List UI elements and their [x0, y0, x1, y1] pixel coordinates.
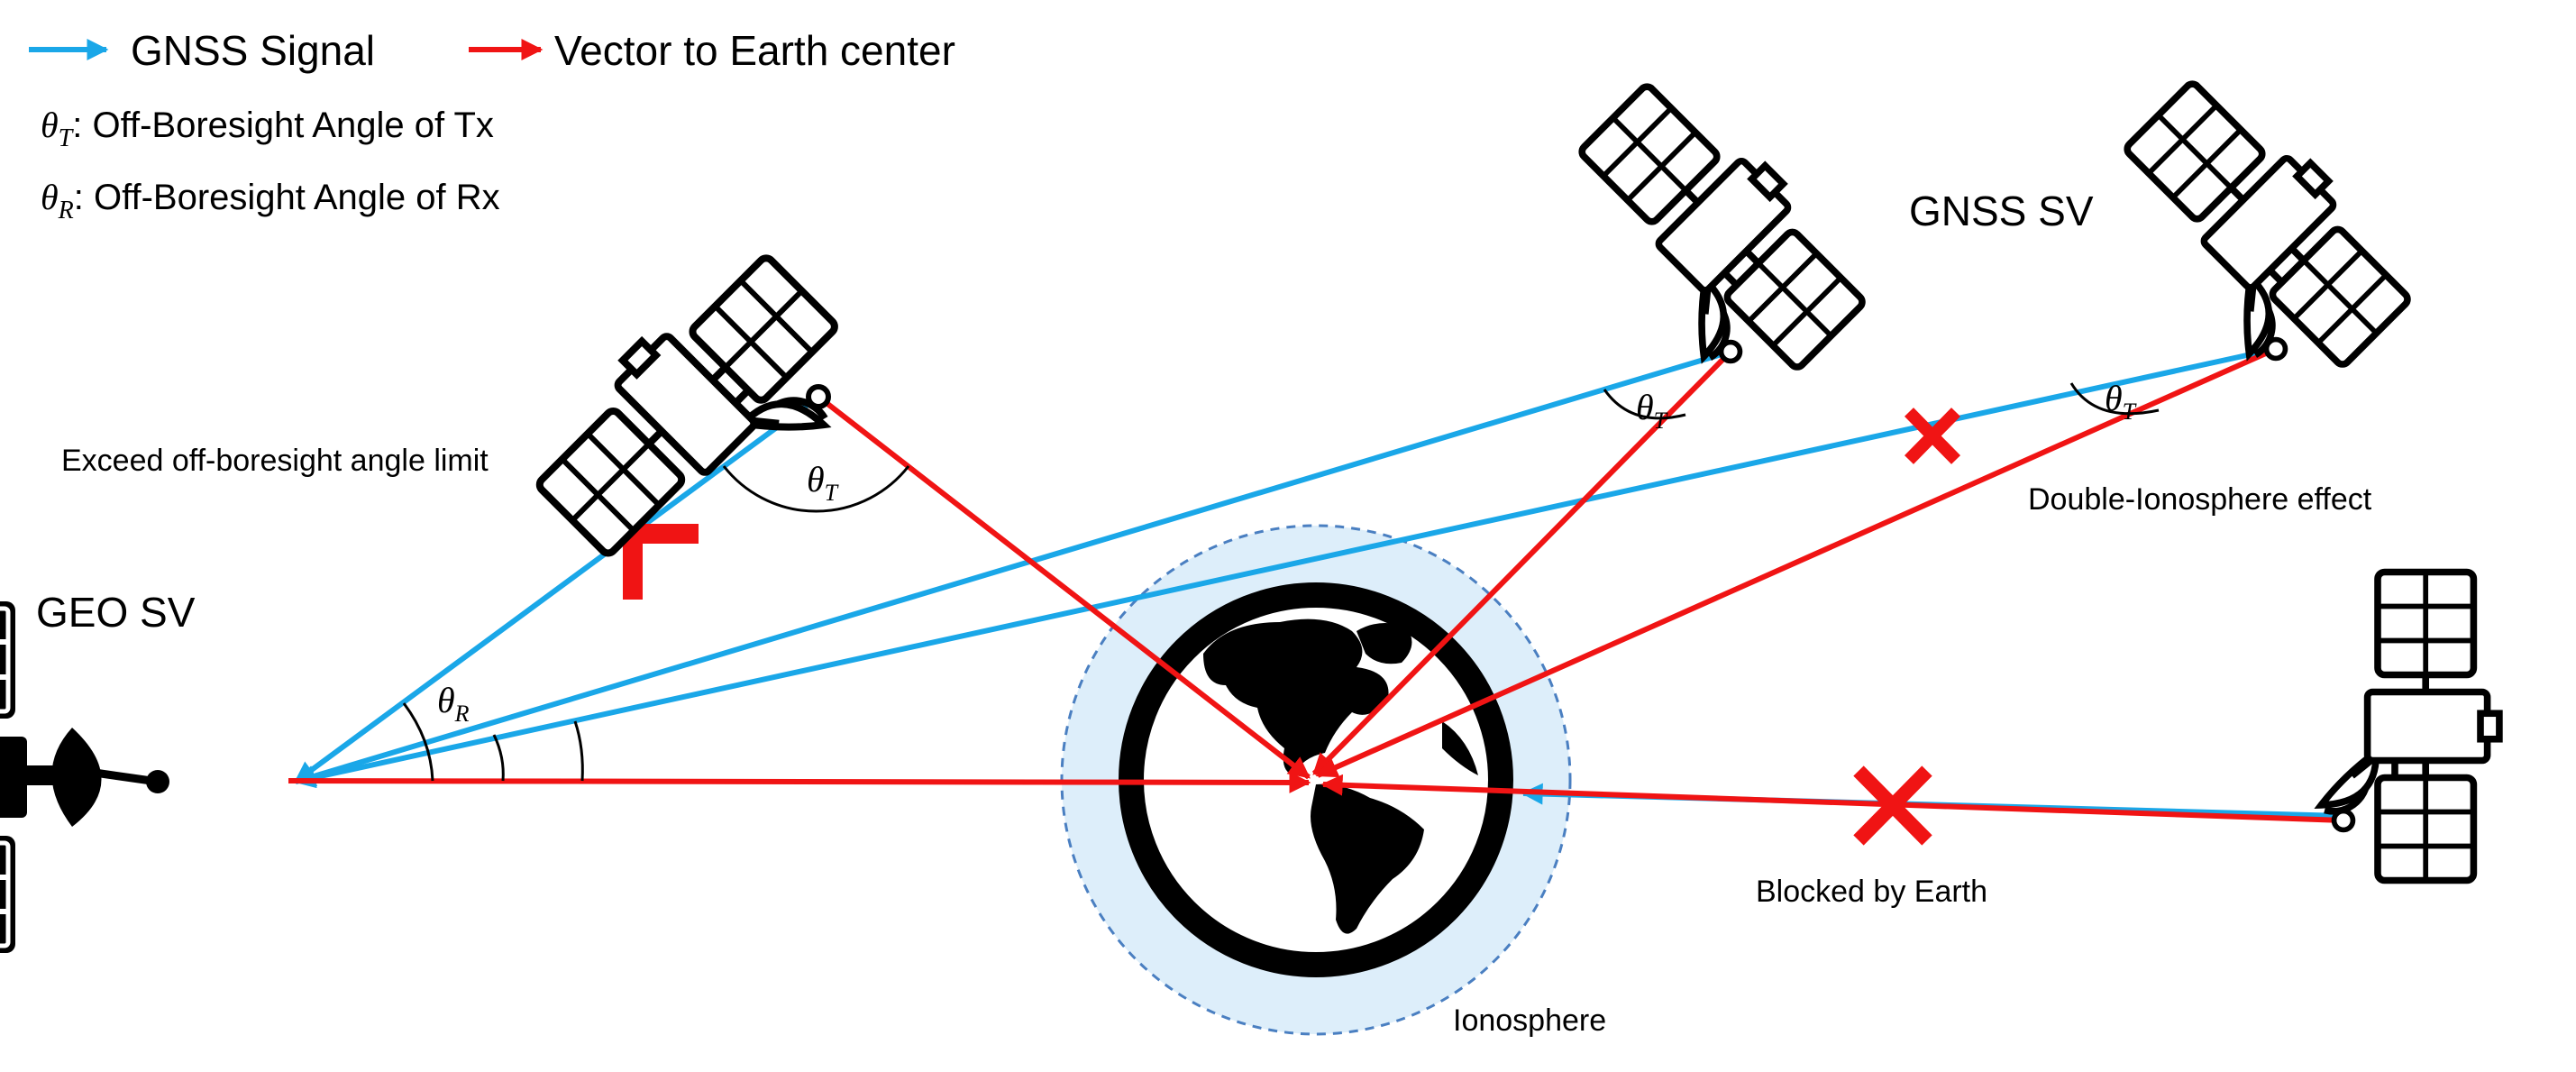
blocked-label: Blocked by Earth [1756, 875, 1987, 909]
legend-theta-t-sub: T [59, 124, 75, 152]
legend-theta-r: θR: Off-Boresight Angle of Rx [41, 177, 500, 224]
vector-geo [288, 771, 1311, 793]
earth-vectors [288, 346, 2344, 823]
angle-sub: T [2123, 399, 2137, 425]
arc-theta-r-3 [573, 720, 584, 782]
legend-theta-t-symbol: θ [41, 105, 59, 145]
vector-gnss-sv [1311, 349, 1733, 776]
legend-theta-r-symbol: θ [41, 177, 59, 217]
legend-theta-t: θT: Off-Boresight Angle of Tx [41, 105, 494, 152]
signal-left-sv [294, 394, 820, 784]
arc-theta-r-2 [492, 734, 505, 782]
satellite-icon [517, 236, 880, 599]
angle-theta-t-left: θT [807, 459, 839, 506]
legend-gnss-label: GNSS Signal [131, 27, 375, 74]
arc-theta-r-1 [402, 702, 434, 782]
angle-sub: T [825, 480, 839, 506]
satellite-icon [0, 601, 169, 953]
legend-theta-r-sub: R [58, 197, 74, 224]
arc-theta-t-right [2069, 382, 2160, 416]
angle-theta-symbol: θ [807, 459, 825, 499]
vector-right-sv [1315, 346, 2278, 778]
legend-earth-label: Vector to Earth center [554, 27, 955, 74]
earth-icon [1119, 582, 1513, 977]
legend-theta-r-desc: : Off-Boresight Angle of Rx [74, 178, 500, 217]
angle-theta-r: θR [437, 680, 470, 727]
arc-theta-t-left [722, 465, 910, 513]
angle-arcs [402, 382, 2160, 782]
blocked-x-icon [1853, 765, 1932, 846]
blocked-x-icon [1905, 408, 1960, 464]
double-iono-label: Double-Ionosphere effect [2028, 482, 2372, 517]
satellite-icon [2321, 573, 2499, 881]
satellite-icon [1539, 66, 1884, 410]
angle-sub: R [454, 701, 470, 727]
vector-left-sv [817, 394, 1311, 780]
vector-blocked-sv [1320, 774, 2344, 823]
angle-theta-t-gnss: θT [1636, 387, 1668, 434]
angle-theta-t-right: θT [2105, 378, 2137, 425]
arc-theta-t-gnss [1603, 389, 1686, 420]
gnss-sv-label: GNSS SV [1909, 188, 2094, 234]
angle-sub: T [1654, 408, 1668, 434]
satellite-icon [2085, 63, 2429, 408]
angle-theta-symbol: θ [2105, 378, 2123, 418]
signal-gnss-sv [293, 349, 1731, 787]
angle-theta-symbol: θ [1636, 387, 1654, 427]
legend: GNSS Signal Vector to Earth center θT: O… [29, 27, 955, 224]
angle-theta-symbol: θ [437, 680, 455, 720]
geo-sv-label: GEO SV [36, 589, 196, 636]
legend-theta-t-desc: : Off-Boresight Angle of Tx [72, 105, 494, 145]
exceed-label: Exceed off-boresight angle limit [61, 444, 489, 478]
ionosphere-label: Ionosphere [1453, 1003, 1606, 1038]
